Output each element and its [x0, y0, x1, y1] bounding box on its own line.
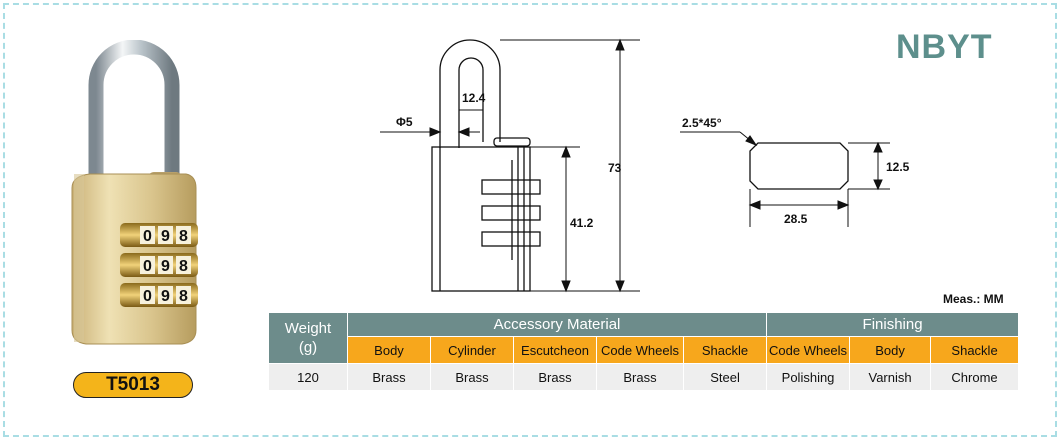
dimension-body-height: 41.2: [570, 216, 594, 230]
column-header: Body: [850, 337, 931, 363]
combination-wheel-1[interactable]: 0 9 8: [120, 223, 198, 247]
table-cell: Steel: [684, 364, 767, 390]
weight-header: Weight (g): [269, 313, 347, 363]
table-cell: Varnish: [850, 364, 931, 390]
combination-wheel-3[interactable]: 0 9 8: [120, 283, 198, 307]
table-cell: Brass: [597, 364, 683, 390]
table-cell: Polishing: [767, 364, 850, 390]
weight-header-line1: Weight: [284, 320, 332, 337]
wheel-digit: 0: [143, 288, 152, 305]
padlock-image: 0 9 8 0 9 8 0 9 8: [71, 40, 198, 345]
accessory-material-header: Accessory Material: [348, 313, 767, 336]
table-cell: Chrome: [931, 364, 1019, 390]
dimension-section-width: 28.5: [784, 212, 808, 226]
dimension-section-height: 12.5: [886, 160, 910, 174]
wheel-digit: 8: [179, 288, 188, 305]
column-header: Code Wheels: [767, 337, 850, 363]
wheel-digit: 8: [179, 258, 188, 275]
dimension-shackle-diameter: Φ5: [396, 115, 413, 129]
table-row: 120 Brass Brass Brass Brass Steel Polish…: [269, 364, 1019, 390]
dimension-total-height: 73: [608, 161, 622, 175]
finishing-header: Finishing: [767, 313, 1019, 336]
table-subheader-row: Body Cylinder Escutcheon Code Wheels Sha…: [269, 337, 1019, 363]
measurement-unit: Meas.: MM: [943, 292, 1004, 306]
dimension-chamfer: 2.5*45°: [682, 116, 722, 130]
table-cell: Brass: [348, 364, 430, 390]
wheel-digit: 8: [179, 228, 188, 245]
spec-table: Weight (g) Accessory Material Finishing …: [268, 312, 1019, 391]
brand-logo: NBYT: [896, 28, 993, 66]
table-cell: Brass: [431, 364, 513, 390]
weight-value: 120: [269, 364, 347, 390]
table-header-row: Weight (g) Accessory Material Finishing: [269, 313, 1019, 363]
table-cell: Brass: [514, 364, 596, 390]
combination-wheel-2[interactable]: 0 9 8: [120, 253, 198, 277]
wheel-digit: 0: [143, 258, 152, 275]
wheel-digit: 9: [161, 288, 170, 305]
column-header: Escutcheon: [514, 337, 596, 363]
wheel-digit: 0: [143, 228, 152, 245]
wheel-digit: 9: [161, 258, 170, 275]
column-header: Cylinder: [431, 337, 513, 363]
dimension-shackle-inner-width: 12.4: [462, 91, 486, 105]
page-frame: [3, 3, 1057, 437]
wheel-digit: 9: [161, 228, 170, 245]
column-header: Body: [348, 337, 430, 363]
model-number-badge: T5013: [73, 372, 193, 398]
column-header: Code Wheels: [597, 337, 683, 363]
technical-drawing-section: 2.5*45° 12.5 28.5: [680, 116, 910, 227]
column-header: Shackle: [684, 337, 767, 363]
column-header: Shackle: [931, 337, 1019, 363]
technical-drawing-front: 73 41.2 12.4 Φ5: [380, 38, 640, 293]
weight-header-line2: (g): [298, 339, 318, 356]
